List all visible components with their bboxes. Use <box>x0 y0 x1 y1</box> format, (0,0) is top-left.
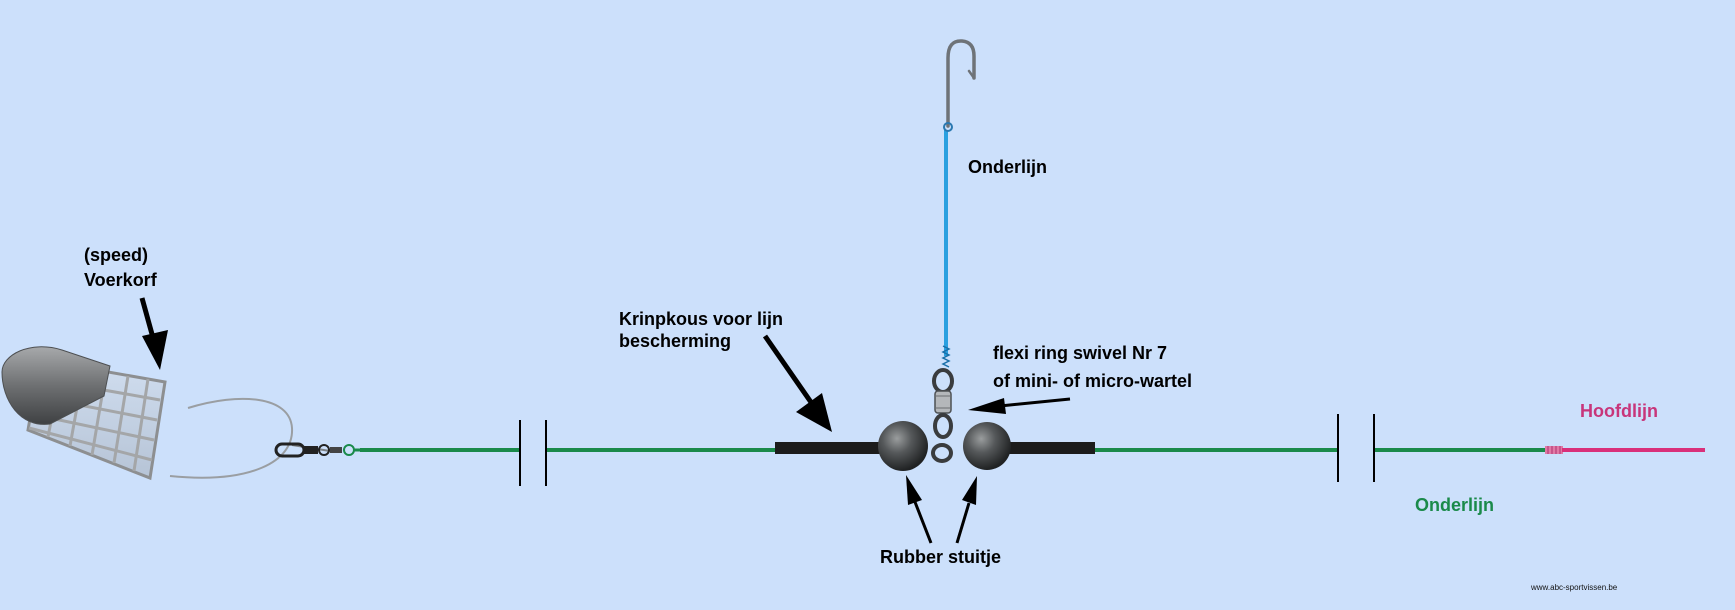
shrink-tube-left <box>775 442 887 454</box>
arrow-rubber-right <box>955 476 977 544</box>
label-onderlijn-main: Onderlijn <box>1415 495 1495 515</box>
arrow-voerkorf <box>139 297 168 370</box>
rubber-bead-left <box>878 421 928 471</box>
label-speed: (speed) <box>84 245 149 265</box>
label-swivel-line1: flexi ring swivel Nr 7 <box>993 343 1168 363</box>
feeder-cage-icon <box>1 346 362 481</box>
label-onderlijn-hooklink: Onderlijn <box>968 157 1048 177</box>
line-break-marker-left <box>519 420 547 486</box>
main-line <box>360 446 1705 454</box>
rubber-bead-right <box>963 422 1011 470</box>
feeder-loop <box>169 397 294 479</box>
shrink-tube-right <box>1000 442 1095 454</box>
hooklink <box>941 130 951 368</box>
hook-icon <box>943 39 976 132</box>
label-voerkorf: Voerkorf <box>84 270 157 290</box>
swivel-icon <box>931 368 954 463</box>
label-rubber-stuitje: Rubber stuitje <box>880 547 1002 567</box>
label-swivel-line2: of mini- of micro-wartel <box>993 371 1193 391</box>
label-krimpkous-line2: bescherming <box>619 331 732 351</box>
arrow-rubber-left <box>906 475 933 544</box>
line-connector-knot <box>1545 446 1563 454</box>
arrow-swivel <box>968 397 1071 414</box>
label-krimpkous-line1: Krinpkous voor lijn <box>619 309 784 329</box>
snap-swivel-icon <box>274 442 362 458</box>
label-hoofdlijn: Hoofdlijn <box>1580 401 1658 421</box>
line-break-marker-right <box>1337 414 1375 482</box>
arrow-krimpkous <box>762 334 832 432</box>
website-credit: www.abc-sportvissen.be <box>1531 583 1618 592</box>
